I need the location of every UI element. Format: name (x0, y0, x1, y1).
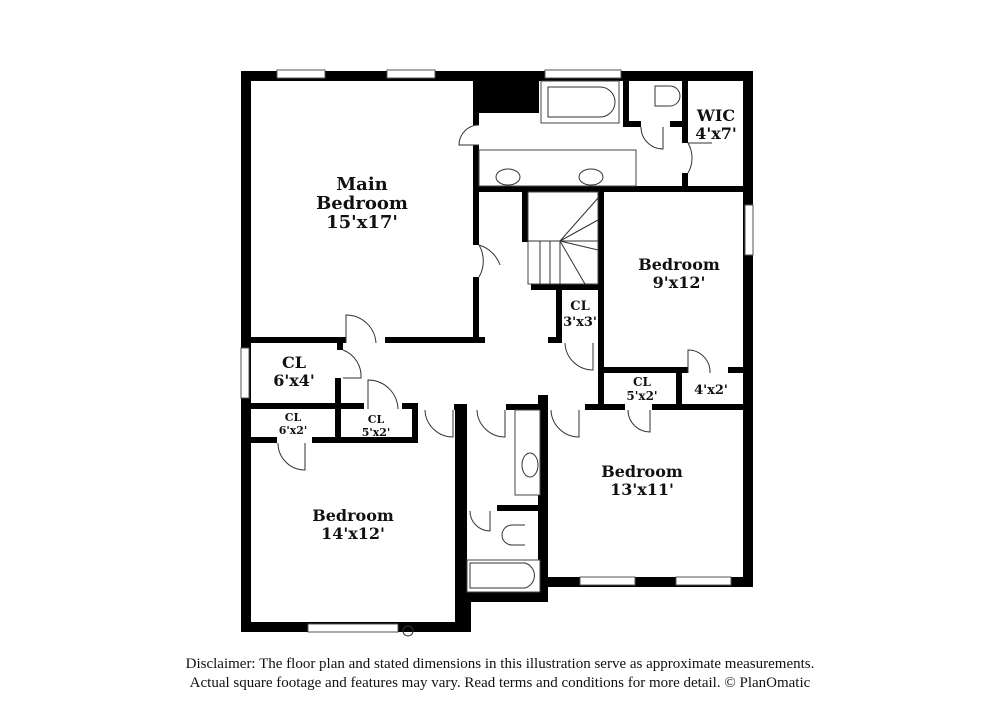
bedroom-sw-size: 14'x12' (321, 524, 385, 543)
main-bedroom-size: 15'x17' (326, 212, 398, 233)
closet-6x4-size: 6'x4' (273, 371, 315, 390)
closet-stair-label: CL (570, 299, 590, 314)
closet-4x2-size: 4'x2' (694, 383, 728, 398)
hall-vanity (514, 409, 541, 496)
closet-stair-size: 3'x3' (563, 315, 597, 330)
closet-6x2-label: CL (285, 411, 302, 424)
bedroom-se-label: Bedroom (601, 462, 683, 481)
room-labels: Main Bedroom 15'x17' WIC 4'x7' Bedroom 9… (273, 106, 737, 543)
windows (240, 69, 754, 633)
bedroom-ne-label: Bedroom (638, 255, 720, 274)
wic-size: 4'x7' (695, 124, 737, 143)
closet-5x2-w-label: CL (368, 413, 385, 426)
interior-walls (251, 81, 743, 629)
closet-5x2-e-size: 5'x2' (626, 389, 657, 403)
wic-label: WIC (696, 106, 735, 125)
bedroom-sw-label: Bedroom (312, 506, 394, 525)
disclaimer-line-1: Disclaimer: The floor plan and stated di… (185, 656, 815, 672)
closet-6x4-label: CL (282, 353, 306, 372)
fixtures (402, 80, 681, 637)
bedroom-se-size: 13'x11' (610, 480, 674, 499)
closet-5x2-w-size: 5'x2' (362, 426, 391, 439)
closet-5x2-e-label: CL (633, 375, 652, 389)
disclaimer-line-2: Actual square footage and features may v… (189, 675, 811, 691)
bedroom-ne-size: 9'x12' (653, 273, 706, 292)
main-bedroom-label-2: Bedroom (316, 193, 408, 214)
main-bedroom-label: Main (336, 174, 388, 195)
master-vanity (478, 149, 637, 187)
closet-6x2-size: 6'x2' (279, 424, 308, 437)
doors (277, 124, 712, 532)
